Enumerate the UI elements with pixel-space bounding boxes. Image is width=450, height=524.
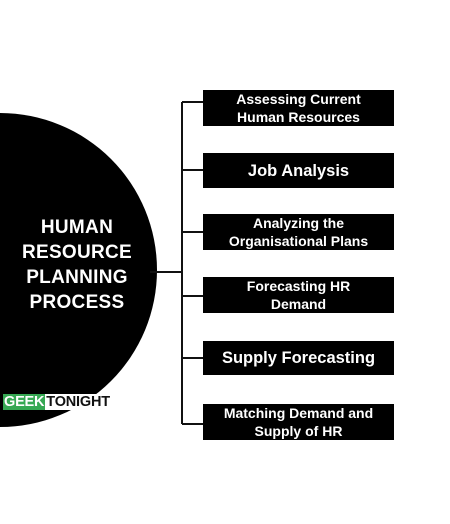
step-5-line-1: Supply Forecasting — [221, 349, 376, 367]
step-4-line-1: Forecasting HR — [246, 278, 351, 294]
connector-lines — [150, 101, 203, 425]
center-title-line-2: RESOURCE — [21, 242, 133, 263]
center-circle — [0, 113, 157, 427]
center-title-line-4: PROCESS — [29, 292, 125, 313]
step-job-analysis: Job Analysis — [203, 153, 394, 188]
logo-geek: GEEK — [3, 394, 46, 410]
step-2-line-1: Job Analysis — [247, 161, 350, 180]
step-3-line-1: Analyzing the — [252, 215, 344, 231]
center-title-line-3: PLANNING — [26, 267, 128, 288]
logo-tonight: TONIGHT — [45, 394, 113, 410]
step-analyzing-organisational-plans: Analyzing the Organisational Plans — [203, 214, 394, 250]
step-1-line-1: Assessing Current — [236, 91, 361, 107]
step-1-line-2: Human Resources — [237, 109, 360, 125]
step-assessing-current-hr: Assessing Current Human Resources — [203, 90, 394, 126]
step-6-line-1: Matching Demand and — [223, 405, 374, 421]
step-4-line-2: Demand — [270, 296, 327, 312]
center-title-line-1: HUMAN — [40, 217, 114, 238]
step-supply-forecasting: Supply Forecasting — [203, 341, 394, 375]
center-title: HUMAN RESOURCE PLANNING PROCESS — [14, 215, 140, 315]
step-forecasting-hr-demand: Forecasting HR Demand — [203, 277, 394, 313]
step-matching-demand-supply: Matching Demand and Supply of HR — [203, 404, 394, 440]
step-6-line-2: Supply of HR — [254, 423, 343, 439]
step-3-line-2: Organisational Plans — [228, 233, 369, 249]
